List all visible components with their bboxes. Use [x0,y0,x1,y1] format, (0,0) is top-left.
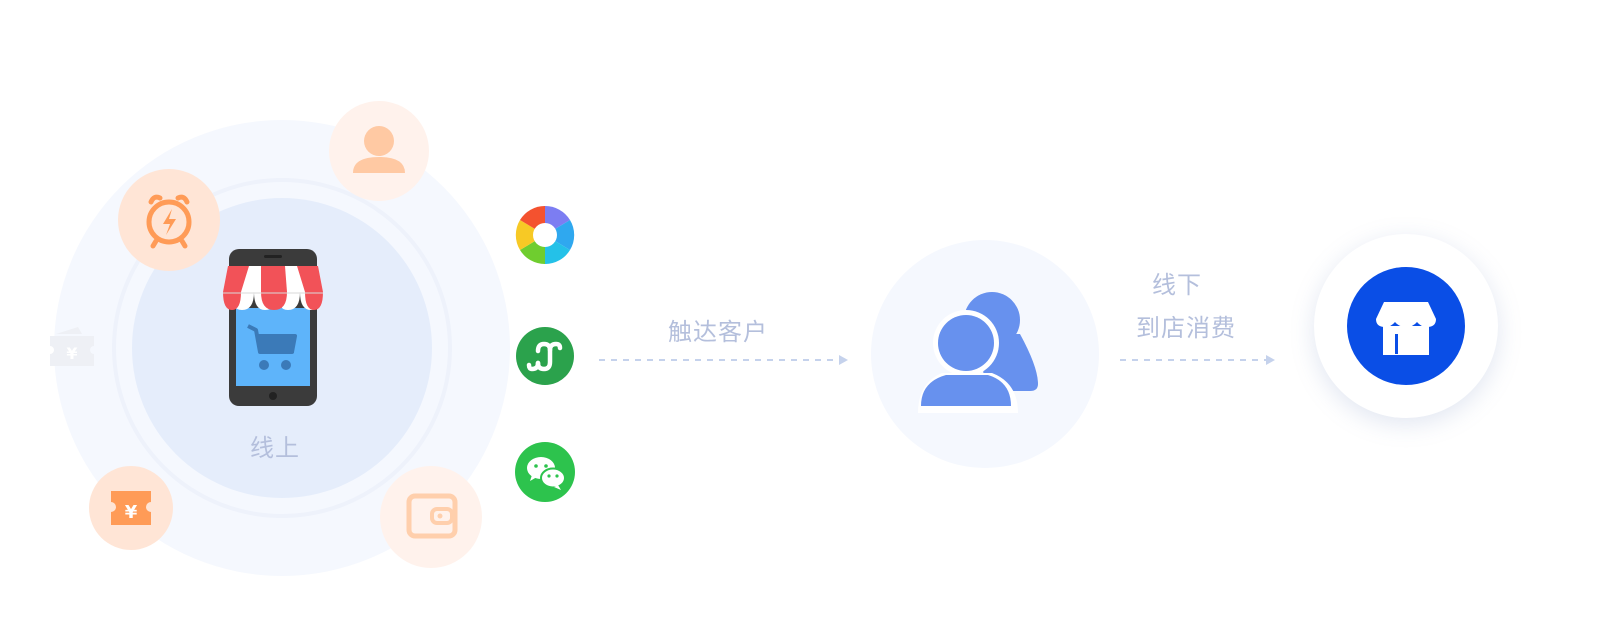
online-ecosystem: ¥ ¥ [0,0,600,640]
phone-shop-icon [220,248,326,408]
ticket-faded-icon: ¥ [48,324,96,368]
online-label: 线上 [250,434,300,462]
svg-text:¥: ¥ [66,344,77,363]
coupon-icon: ¥ [89,466,173,550]
in-store-label: 到店消费 [1136,314,1236,342]
arrow-in-store [1118,352,1280,368]
user-icon [329,101,429,201]
arrow-reach-customers [597,352,853,368]
users-icon [870,239,1100,469]
wallet-icon [380,466,482,568]
mini-program-icon[interactable] [516,327,574,385]
wechat-icon[interactable] [515,442,575,502]
alarm-clock-icon [118,169,220,271]
svg-text:¥: ¥ [125,502,138,523]
offline-label: 线下 [1152,271,1202,299]
aperture-icon[interactable] [515,205,575,265]
reach-customers-label: 触达客户 [668,318,768,346]
store-icon[interactable] [1314,234,1498,418]
